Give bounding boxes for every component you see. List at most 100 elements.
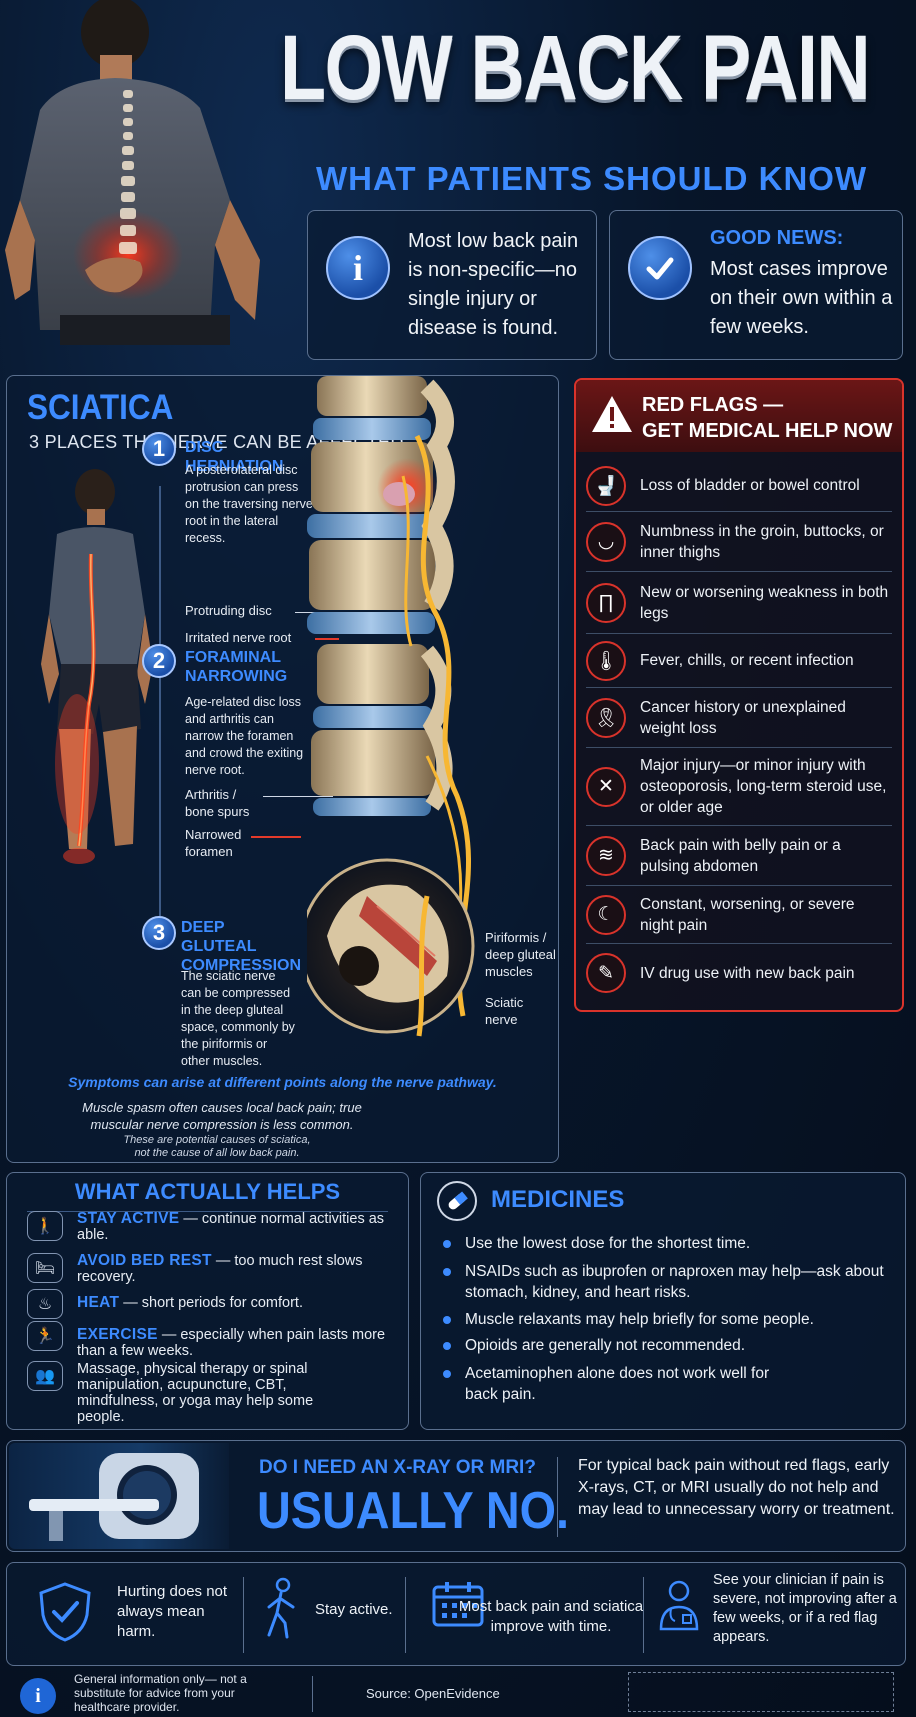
callout-sciatic-nerve: Sciatic nerve [485,995,524,1027]
page-subtitle: WHAT PATIENTS SHOULD KNOW [316,160,868,197]
help-item: 🛏AVOID BED REST — too much rest slows re… [27,1253,398,1285]
red-flag-text: Numbness in the groin, buttocks, or inne… [640,522,884,561]
sciatica-panel: SCIATICA 3 PLACES THE NERVE CAN BE AFFEC… [6,375,559,1163]
takeaway-text: See your clinician if pain is severe, no… [713,1572,897,1645]
group-icon: 👥 [27,1361,63,1391]
thermometer-icon: 🌡 [586,640,626,681]
red-flags-panel: RED FLAGS — GET MEDICAL HELP NOW 🚽 Loss o… [574,378,904,1012]
disclaimer-text: General information only— not a substitu… [74,1672,247,1714]
help-item: 🚶 STAY ACTIVE — continue normal activitie… [27,1211,398,1243]
red-flag-text: Loss of bladder or bowel control [640,477,860,494]
footer: i General information only— not a substi… [0,1672,916,1717]
sciatica-subtitle: 3 PLACES THE NERVE CAN BE AFFECTED [29,432,404,452]
medicines-title: MEDICINES [491,1186,625,1213]
red-flag-item: ∏New or worsening weakness in both legs [586,572,892,634]
callout-piriformis: Piriformis / deep gluteal muscles [485,930,556,979]
medicine-item: Use the lowest dose for the shortest tim… [443,1233,885,1254]
info-icon: i [326,236,390,300]
ribbon-icon: 🎗 [586,697,626,738]
medicine-text: Use the lowest dose for the shortest tim… [465,1235,751,1252]
help-text: — especially when pain lasts more than a… [77,1327,386,1359]
sciatica-figure [33,464,163,884]
helps-title: WHAT ACTUALLY HELPS [74,1179,341,1204]
red-flag-item: ◡ Numbness in the groin, buttocks, or inn… [586,512,892,572]
red-flag-text: Constant, worsening, or severe night pai… [640,895,855,934]
red-flag-text: Major injury—or minor injury with osteop… [640,757,887,816]
spine-illustration [299,376,557,1076]
callout-line [295,612,323,613]
takeaway-text: Stay active. [315,1600,393,1618]
callout-irritated-root: Irritated nerve root [185,630,292,645]
sciatica-highlight: Symptoms can arise at different points a… [68,1074,497,1090]
help-text: — too much rest slows recovery. [77,1253,363,1285]
medicine-text: NSAIDs such as ibuprofen or naproxen may… [465,1263,884,1301]
takeaway-text: Hurting does not always mean harm. [117,1583,228,1640]
medicine-text: Acetaminophen alone does not work well f… [465,1365,770,1403]
mri-illustration [9,1443,229,1549]
imaging-panel: DO I NEED AN X-RAY OR MRI? USUALLY NO. F… [6,1440,906,1552]
help-item: 🏃EXERCISE — especially when pain lasts m… [27,1321,398,1359]
heat-icon: ♨ [27,1289,63,1319]
callout-narrowed-foramen: Narrowed foramen [185,827,242,859]
calendar-icon [432,1582,484,1627]
takeaway-text: Most back pain and sciatica improve with… [458,1598,644,1635]
toilet-icon: 🚽 [586,465,626,506]
red-flags-header: RED FLAGS — GET MEDICAL HELP NOW [576,380,902,452]
red-flags-title-2: GET MEDICAL HELP NOW [642,420,893,442]
pill-icon [437,1181,477,1221]
info-card-text: Most low back pain is non-specific—no si… [408,230,579,339]
callout-line [251,836,301,838]
red-flag-text: IV drug use with new back pain [640,964,855,982]
red-flag-item: 🚽 Loss of bladder or bowel control [586,460,892,512]
good-news-heading: GOOD NEWS: [710,227,844,249]
underwear-icon: ◡ [586,521,626,562]
legs-icon: ∏ [586,582,626,623]
cause-number-badge: 1 [142,432,176,466]
page-title: LOW BACK PAIN [280,17,871,119]
medicine-text: Opioids are generally not recommended. [465,1337,746,1354]
divider [643,1577,644,1653]
divider [243,1577,244,1653]
help-text: — continue normal activities as able. [77,1211,385,1243]
fall-icon: ✕ [586,766,626,807]
hero-illustration [0,0,285,345]
walking-icon [267,1577,295,1639]
check-icon [628,236,692,300]
cause-description: Age-related disc loss and arthritis can … [185,695,304,777]
help-item: ♨HEAT — short periods for comfort. [27,1289,398,1319]
divider [405,1577,406,1653]
divider [312,1676,313,1712]
source-text: Source: OpenEvidence [366,1686,500,1701]
help-label: EXERCISE [77,1326,158,1343]
help-text: — short periods for comfort. [119,1295,303,1311]
sciatica-note-small: These are potential causes of sciatica, … [123,1134,311,1159]
takeaway-item: Stay active. [261,1577,393,1641]
cause-description: The sciatic nerve can be compressed in t… [181,969,295,1068]
divider [27,1211,388,1212]
info-card-good-news: GOOD NEWS: Most cases improve on their o… [609,210,903,360]
helps-panel: WHAT ACTUALLY HELPS 🚶 STAY ACTIVE — conti… [6,1172,409,1430]
takeaways-panel: Hurting does not always mean harm. Stay … [6,1562,906,1666]
takeaway-item [657,1579,701,1631]
medicine-item: Opioids are generally not recommended. [443,1335,885,1356]
red-flag-text: Fever, chills, or recent infection [640,652,854,669]
moon-icon: ☾ [586,894,626,935]
takeaway-item: Hurting does not always mean harm. [37,1581,247,1643]
divider [557,1457,558,1537]
red-flag-item: ≋Back pain with belly pain or a pulsing … [586,826,892,886]
abdomen-icon: ≋ [586,835,626,876]
walking-icon: 🚶 [27,1211,63,1241]
imaging-question: DO I NEED AN X-RAY OR MRI? [259,1457,536,1478]
red-flag-item: 🎗 Cancer history or unexplained weight lo… [586,688,892,748]
help-label: STAY ACTIVE [77,1210,180,1227]
medicine-text: Muscle relaxants may help briefly for so… [465,1311,814,1328]
red-flags-title-1: RED FLAGS — [642,394,784,416]
red-flag-item: ✎IV drug use with new back pain [586,944,892,1002]
red-flag-text: Cancer history or unexplained weight los… [640,698,846,737]
callout-arthritis: Arthritis / bone spurs [185,787,250,819]
callout-protruding-disc: Protruding disc [185,603,272,618]
cause-number-badge: 2 [142,644,176,678]
help-item: 👥Massage, physical therapy or spinal man… [27,1361,398,1425]
cause-connector [159,486,161,916]
imaging-text: For typical back pain without red flags,… [578,1457,895,1518]
